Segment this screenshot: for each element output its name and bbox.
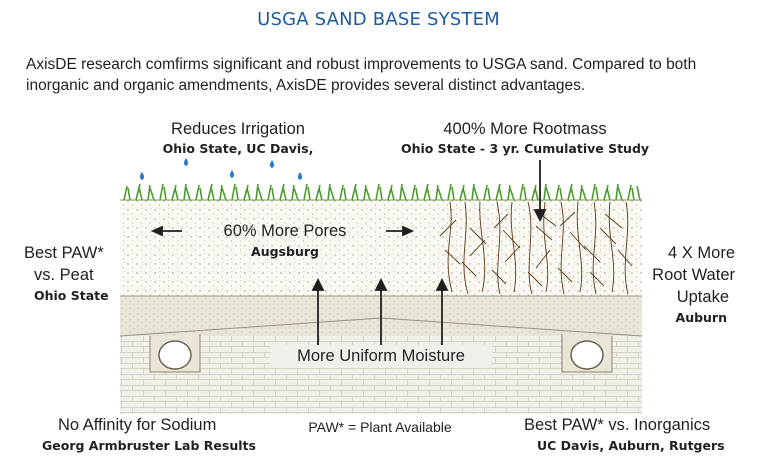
rootmass-source: Ohio State - 3 yr. Cumulative Study <box>400 141 650 156</box>
drain-pipe-left <box>158 340 192 370</box>
page-title: USGA SAND BASE SYSTEM <box>257 9 500 30</box>
drain-pipe-right <box>570 340 604 370</box>
moisture-label: More Uniform Moisture <box>270 345 492 368</box>
pores-label: 60% More Pores <box>223 222 347 240</box>
flow-arrows <box>150 160 547 345</box>
water-drop-icon <box>270 160 274 168</box>
water-drop-icon <box>298 172 302 180</box>
water-drop-icon <box>230 170 234 178</box>
pores-source: Augsburg <box>251 244 319 259</box>
root-water-line1: 4 X More <box>668 244 735 262</box>
sodium-label: No Affinity for Sodium <box>58 416 217 434</box>
water-drop-icons <box>140 158 302 180</box>
paw-peat-line1: Best PAW* <box>24 244 104 262</box>
turf-grass <box>123 183 641 201</box>
sodium-source: Georg Armbruster Lab Results <box>42 438 256 453</box>
water-drop-icon <box>140 172 144 180</box>
paw-inorganics-source: UC Davis, Auburn, Rutgers <box>537 438 725 453</box>
paw-definition: PAW* = Plant Available <box>308 419 452 435</box>
paw-peat-source: Ohio State <box>34 288 109 303</box>
water-drop-icon <box>184 158 188 166</box>
root-water-source: Auburn <box>675 310 727 325</box>
intro-paragraph: AxisDE research comfirms significant and… <box>26 56 697 94</box>
roots-graphic <box>439 201 633 295</box>
rootmass-label: 400% More Rootmass <box>443 120 607 138</box>
irrigation-label: Reduces Irrigation <box>171 120 305 138</box>
paw-inorganics-label: Best PAW* vs. Inorganics <box>524 416 711 434</box>
irrigation-source: Ohio State, UC Davis, <box>162 141 314 156</box>
root-water-line3: Uptake <box>676 288 729 306</box>
root-water-line2: Root Water <box>652 266 735 284</box>
paw-peat-line2: vs. Peat <box>34 266 94 284</box>
